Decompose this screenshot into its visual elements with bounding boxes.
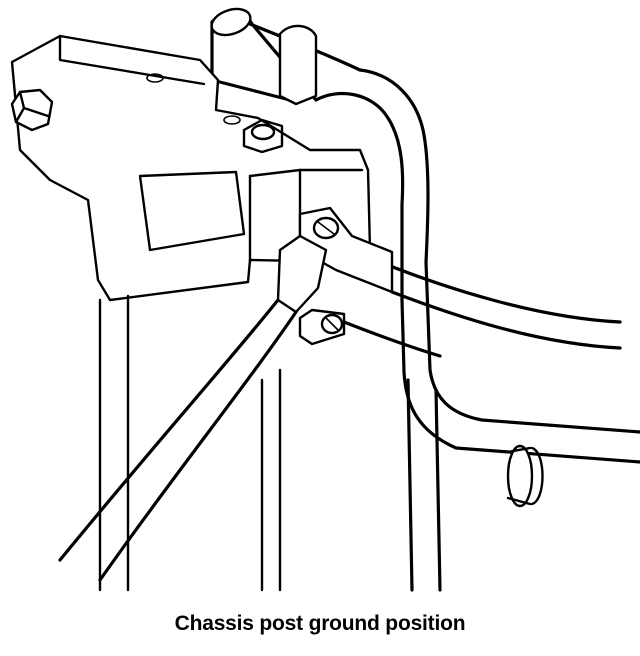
tube-ring <box>506 444 544 508</box>
ground-cables <box>58 260 622 582</box>
bracket-bolt-left <box>10 88 54 132</box>
top-bolt-clip <box>242 24 318 154</box>
upper-tube <box>210 7 430 302</box>
figure-caption: Chassis post ground position <box>174 612 466 635</box>
lower-tube <box>400 260 640 592</box>
chassis-post <box>98 294 282 592</box>
terminal-lugs <box>276 206 394 346</box>
chassis-ground-illustration <box>10 7 640 592</box>
